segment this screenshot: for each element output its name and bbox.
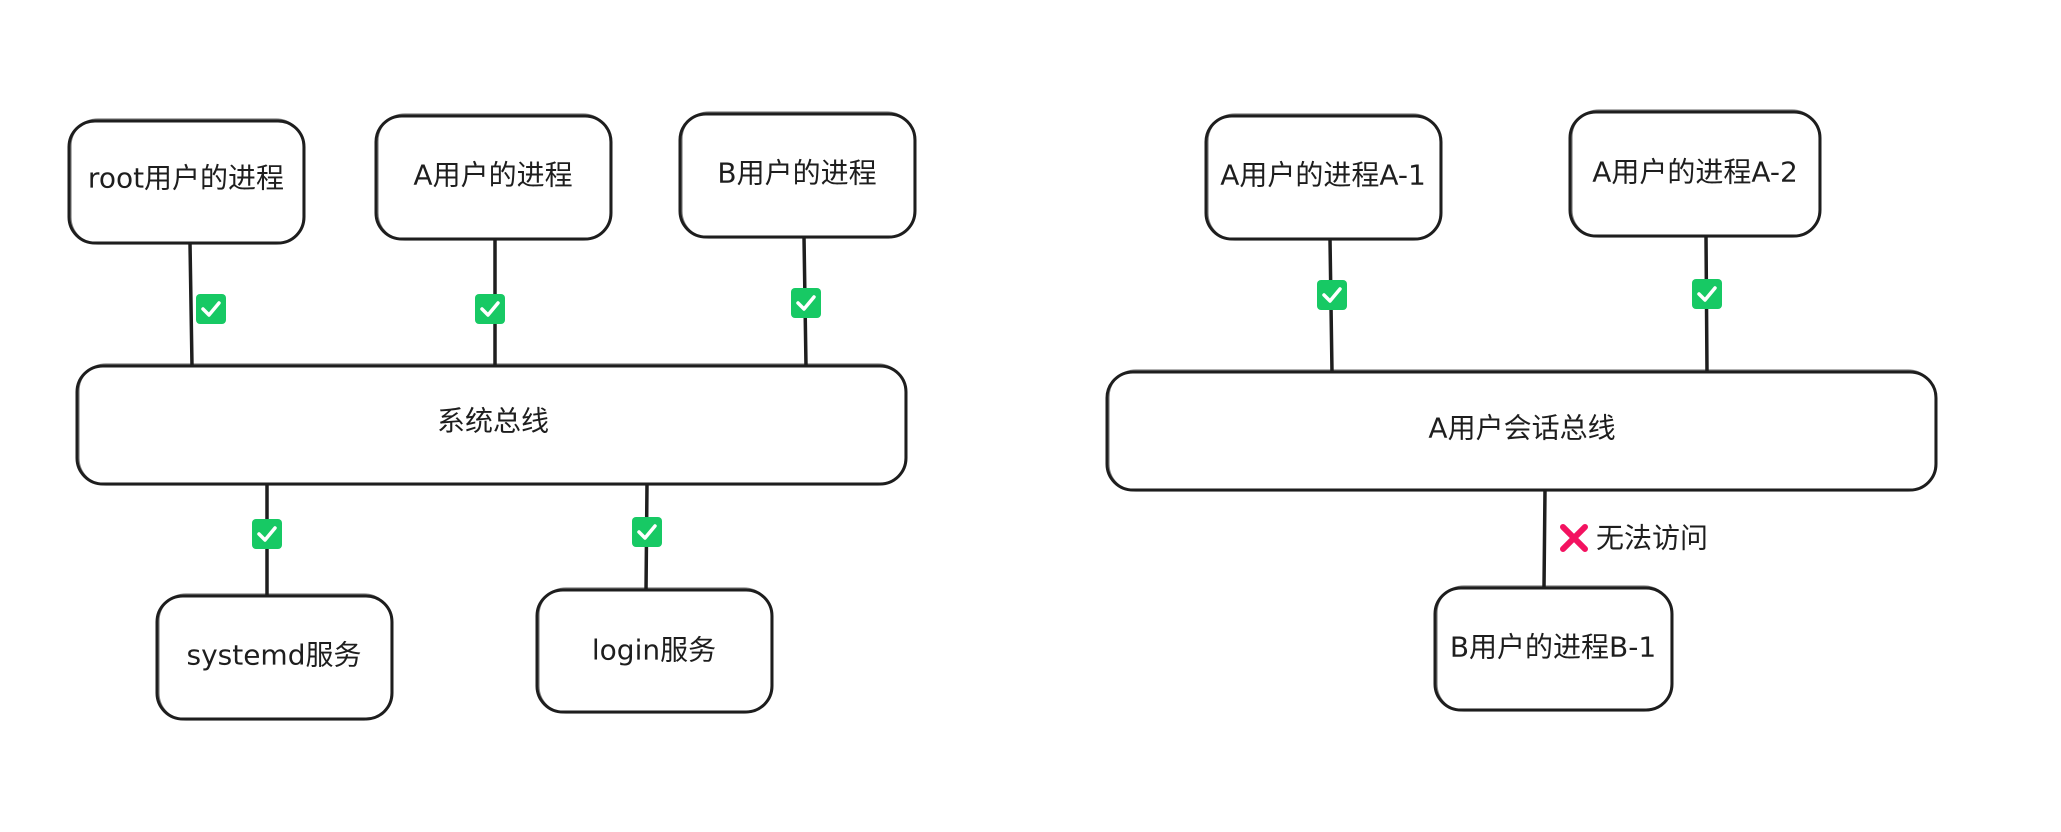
process-label-a2: A用户的进程A-2 xyxy=(1592,156,1798,189)
system-bus-label: 系统总线 xyxy=(437,405,549,438)
check-icon xyxy=(252,519,282,549)
process-box-a: A用户的进程 xyxy=(374,113,613,241)
deny-label: 无法访问 xyxy=(1596,522,1708,555)
process-label-b: B用户的进程 xyxy=(717,157,876,190)
connector-session-bus-b1 xyxy=(1542,488,1547,590)
service-label-systemd: systemd服务 xyxy=(186,639,361,672)
process-box-a1: A用户的进程A-1 xyxy=(1204,113,1443,241)
process-label-a: A用户的进程 xyxy=(413,159,572,192)
process-label-root: root用户的进程 xyxy=(88,162,284,195)
connector-root-bus xyxy=(188,241,194,368)
check-icon xyxy=(196,294,226,324)
check-icon xyxy=(1692,279,1722,309)
session-bus-label: A用户会话总线 xyxy=(1428,412,1615,445)
system-bus-box: 系统总线 xyxy=(75,363,908,486)
check-icon xyxy=(632,517,662,547)
check-icon xyxy=(475,294,505,324)
process-box-b: B用户的进程 xyxy=(678,111,917,239)
process-label-b1: B用户的进程B-1 xyxy=(1450,631,1656,664)
process-label-a1: A用户的进程A-1 xyxy=(1220,159,1426,192)
check-icon xyxy=(791,288,821,318)
service-box-systemd: systemd服务 xyxy=(155,593,394,721)
process-box-a2: A用户的进程A-2 xyxy=(1568,109,1822,238)
process-box-root: root用户的进程 xyxy=(67,118,306,245)
cross-icon xyxy=(1560,524,1588,552)
session-bus-box: A用户会话总线 xyxy=(1105,369,1938,492)
service-box-login: login服务 xyxy=(535,587,774,714)
service-label-login: login服务 xyxy=(592,634,716,667)
check-icon xyxy=(1317,280,1347,310)
process-box-b1: B用户的进程B-1 xyxy=(1433,585,1674,712)
